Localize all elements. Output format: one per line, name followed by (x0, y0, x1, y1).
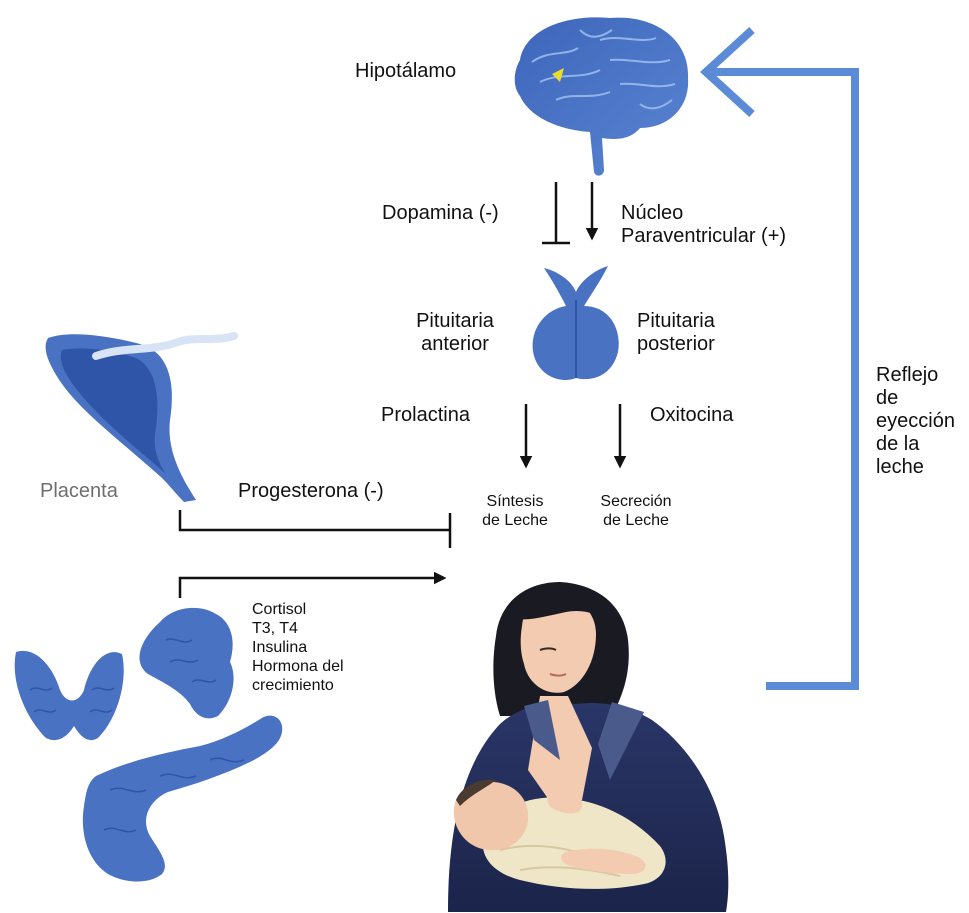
reflejo-feedback-arrow (704, 30, 855, 686)
placenta-icon (46, 334, 234, 502)
thyroid-icon (15, 651, 124, 740)
label-reflejo-eyeccion: Reflejo de eyección de la leche (876, 364, 955, 479)
progesterona-inhibit-line (180, 510, 450, 530)
label-placenta: Placenta (40, 480, 118, 503)
label-sintesis-leche: Síntesis de Leche (465, 492, 565, 530)
breastfeeding-mother-illustration (448, 582, 728, 912)
pancreas-icon (83, 716, 282, 882)
label-dopamina: Dopamina (-) (382, 202, 499, 225)
label-pituitaria-anterior: Pituitaria anterior (400, 310, 510, 356)
label-hormonas: Cortisol T3, T4 Insulina Hormona del cre… (252, 600, 344, 695)
pituitary-icon (533, 266, 619, 380)
label-hipotalamo: Hipotálamo (355, 60, 456, 83)
adrenal-icon (139, 608, 233, 718)
label-progesterona: Progesterona (-) (238, 480, 384, 503)
brain-icon (515, 17, 688, 175)
label-oxitocina: Oxitocina (650, 404, 733, 427)
label-nucleo-paraventricular: Núcleo Paraventricular (+) (621, 202, 786, 248)
label-pituitaria-posterior: Pituitaria posterior (637, 310, 715, 356)
label-secrecion-leche: Secreción de Leche (586, 492, 686, 530)
hormonas-stimulate-arrow (180, 578, 444, 598)
label-prolactina: Prolactina (381, 404, 470, 427)
